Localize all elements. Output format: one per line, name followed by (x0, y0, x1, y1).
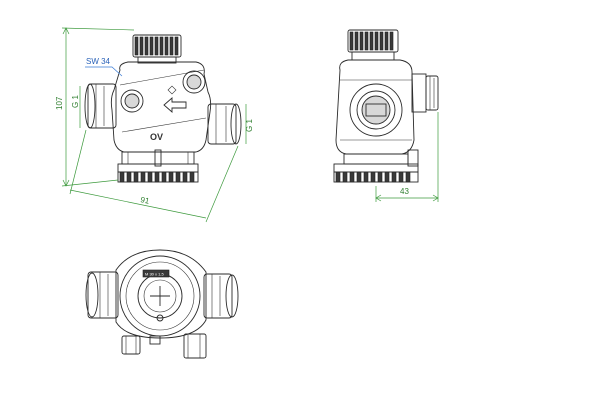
thread-right-label: G 1 (245, 119, 254, 132)
front-top-knob (132, 34, 182, 64)
side-main-port (349, 83, 403, 137)
side-depth-value: 43 (400, 187, 409, 196)
width-value: 91 (140, 195, 151, 206)
front-view: OV SW 34 G 1 G 1 (55, 27, 254, 223)
flow-arrow-icon (163, 97, 187, 113)
front-port-left (120, 89, 144, 113)
height-dimension: 107 (55, 27, 135, 187)
bottom-view: M 30 x 1,5 (85, 249, 239, 359)
wrench-size-label: SW 34 (86, 57, 111, 66)
side-depth-dimension: 43 (375, 112, 439, 202)
wrench-size-leader (85, 66, 123, 77)
front-bottom-ring (117, 163, 199, 183)
bottom-cap-label: M 30 x 1,5 (145, 272, 164, 277)
front-port-top (182, 70, 206, 94)
thread-left-label: G 1 (71, 95, 80, 108)
front-right-connection (207, 103, 242, 145)
body-mark-ov: OV (150, 132, 163, 142)
height-value: 107 (55, 96, 64, 110)
width-dimension: 91 (69, 129, 239, 223)
front-left-connection (84, 83, 117, 129)
side-view: 43 (333, 29, 439, 202)
front-body-outline (110, 61, 212, 153)
